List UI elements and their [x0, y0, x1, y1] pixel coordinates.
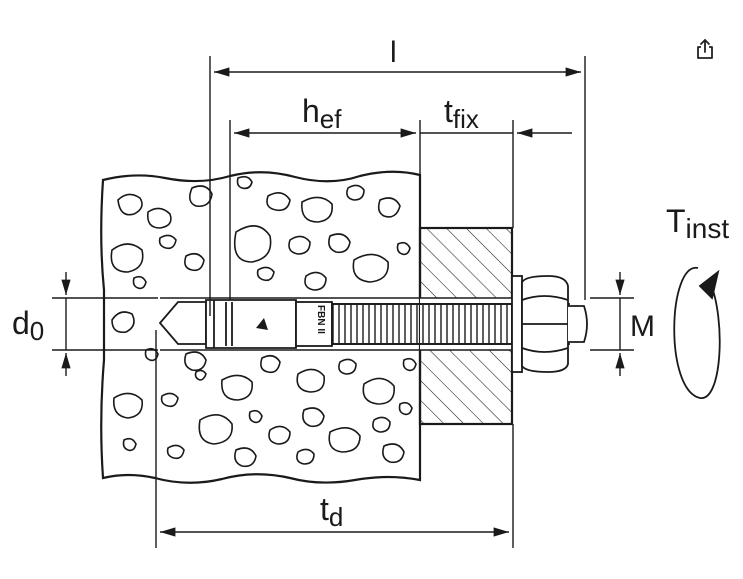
label-td-sub: d: [329, 502, 343, 532]
anchor-mark: FBN II: [315, 305, 326, 334]
label-d0: d0: [12, 305, 44, 346]
aggregate-stones: [110, 175, 417, 468]
label-td-main: t: [320, 491, 329, 527]
label-tinst-main: T: [666, 203, 686, 239]
label-hef-sub: ef: [320, 104, 342, 134]
label-tinst: Tinst: [666, 203, 729, 244]
label-tfix-sub: fix: [453, 104, 479, 134]
label-tfix: tfix: [444, 93, 479, 134]
labels: l hef tfix td d0 M Tinst: [12, 36, 729, 532]
label-d0-sub: 0: [30, 316, 44, 346]
washer: [511, 275, 523, 373]
label-d0-main: d: [12, 305, 30, 341]
label-m: M: [630, 310, 655, 343]
share-button[interactable]: [692, 36, 718, 62]
label-tinst-sub: inst: [686, 213, 730, 244]
anchor-bolt: FBN II: [158, 275, 588, 373]
torque-arrow: [673, 267, 721, 399]
label-hef-main: h: [302, 93, 320, 129]
expansion-sleeve: [205, 299, 297, 349]
label-td: td: [320, 491, 343, 532]
label-l: l: [390, 36, 397, 69]
label-tfix-main: t: [444, 93, 453, 129]
dimension-lines: [52, 56, 634, 548]
threaded-rod: [331, 303, 513, 345]
label-hef: hef: [302, 93, 342, 134]
share-icon: [697, 39, 713, 59]
